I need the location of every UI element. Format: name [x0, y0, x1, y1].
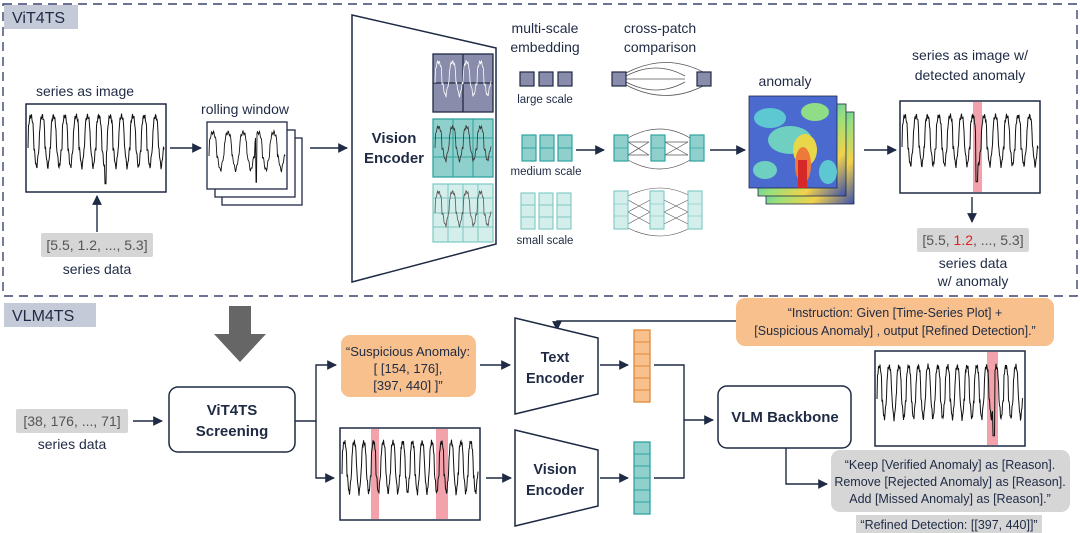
vit4ts-label-bg — [4, 5, 78, 29]
screening-to-suspicious-arrow — [295, 360, 337, 422]
vit4ts-screening-box — [168, 386, 296, 453]
backbone-to-output-arrow — [785, 448, 828, 489]
vlm-plot-anomaly-1 — [371, 429, 379, 519]
series-image-waveform — [27, 113, 165, 185]
detected-line1: series as image w/ — [912, 47, 1028, 63]
suspicious-line1: “Suspicious Anomaly: — [346, 344, 470, 359]
suspicious-anomaly-box — [341, 335, 476, 397]
anomaly-map-front — [748, 95, 838, 189]
series-data-label: series data — [63, 261, 132, 277]
vision-embedding-to-backbone-arrow — [654, 420, 685, 479]
vlm-vision-encoder — [514, 429, 599, 527]
medium-scale-embedding — [521, 134, 573, 162]
refined-detection-box — [856, 515, 1042, 533]
small-scale-label: small scale — [517, 235, 574, 247]
suspicious-line3: [397, 440] ]” — [373, 378, 442, 393]
vlm-series-values: [38, 176, ..., 71] — [23, 413, 120, 429]
screening-to-plot-arrow — [315, 421, 335, 483]
vision-embedding — [633, 441, 651, 515]
vlm-series-values-box — [16, 409, 128, 433]
output-values: [5.5, 1.2, ..., 5.3] — [922, 232, 1023, 248]
vlm-backbone-box — [717, 385, 852, 449]
text-embedding-to-backbone-arrow — [654, 364, 714, 425]
vit-vision-encoder-line1: Vision — [372, 130, 417, 147]
text-encoder-line2: Encoder — [526, 371, 584, 387]
large-scale-comparison — [611, 62, 712, 96]
output-values-c: , ..., 5.3] — [973, 232, 1024, 248]
suspicious-line2: [ [154, 176], — [374, 361, 443, 376]
multiscale-line2: embedding — [510, 39, 579, 55]
gray-down-arrow — [214, 306, 266, 362]
output-keep: “Keep [Verified Anomaly] as [Reason]. — [845, 458, 1056, 472]
detected-image-waveform — [901, 113, 1039, 183]
output-values-box — [917, 228, 1029, 252]
medium-scale-comparison — [613, 128, 705, 170]
instruction-line2: [Suspicious Anomaly] , output [Refined D… — [754, 324, 1035, 338]
output-values-a: [5.5, — [922, 232, 953, 248]
vlm-plot-waveform — [341, 438, 479, 496]
instruction-line1: “Instruction: Given [Time-Series Plot] + — [788, 306, 1003, 320]
refined-plot-anomaly — [987, 352, 998, 445]
vit4ts-dashed-border — [2, 3, 1078, 297]
text-encoder — [514, 317, 599, 415]
large-scale-patches — [432, 53, 494, 113]
small-scale-comparison — [613, 187, 703, 237]
small-scale-patches — [432, 183, 494, 243]
vlm-plot-anomaly-2 — [436, 429, 448, 519]
multiscale-line1: multi-scale — [512, 20, 579, 36]
output-remove: Remove [Rejected Anomaly] as [Reason]. — [834, 475, 1065, 489]
output-values-highlight: 1.2 — [954, 232, 974, 248]
output-data-line2: w/ anomaly — [937, 273, 1009, 289]
rolling-window-label: rolling window — [201, 101, 290, 117]
text-encoder-line1: Text — [541, 350, 570, 366]
output-add: Add [Missed Anomaly] as [Reason].” — [849, 492, 1050, 506]
refined-detection: “Refined Detection: [[397, 440]]” — [860, 518, 1037, 532]
text-embedding — [633, 329, 651, 403]
instruction-arrow — [552, 320, 736, 331]
series-values: [5.5, 1.2, ..., 5.3] — [46, 237, 147, 253]
detected-line2: detected anomaly — [915, 67, 1026, 83]
refined-plot-waveform — [876, 363, 1024, 437]
crosspatch-line1: cross-patch — [624, 20, 696, 36]
large-scale-label: large scale — [517, 94, 573, 106]
crosspatch-line2: comparison — [624, 39, 696, 55]
series-as-image-label: series as image — [36, 83, 134, 99]
instruction-box — [736, 298, 1054, 346]
vlm4ts-label: VLM4TS — [12, 308, 74, 325]
vit-vision-encoder-line2: Encoder — [364, 150, 424, 167]
large-scale-embedding — [519, 71, 573, 87]
vit4ts-label: ViT4TS — [12, 10, 65, 27]
output-data-line1: series data — [939, 255, 1008, 271]
screening-line1: ViT4TS — [207, 402, 258, 419]
vlm-backbone-label: VLM Backbone — [731, 409, 839, 426]
vlm-vision-encoder-line2: Encoder — [526, 483, 584, 499]
medium-scale-label: medium scale — [511, 166, 582, 178]
anomaly-map-line1: anomaly — [759, 73, 812, 89]
vlm-series-data-label: series data — [38, 436, 107, 452]
series-values-box — [41, 233, 153, 257]
small-scale-embedding — [520, 192, 572, 230]
detected-anomaly-band — [973, 102, 982, 192]
vlm4ts-label-bg — [4, 303, 96, 327]
rolling-window-waveform — [208, 129, 286, 183]
vlm-vision-encoder-line1: Vision — [533, 462, 576, 478]
output-reason-box — [831, 450, 1070, 512]
medium-scale-patches — [432, 118, 494, 178]
screening-line2: Screening — [196, 423, 269, 440]
